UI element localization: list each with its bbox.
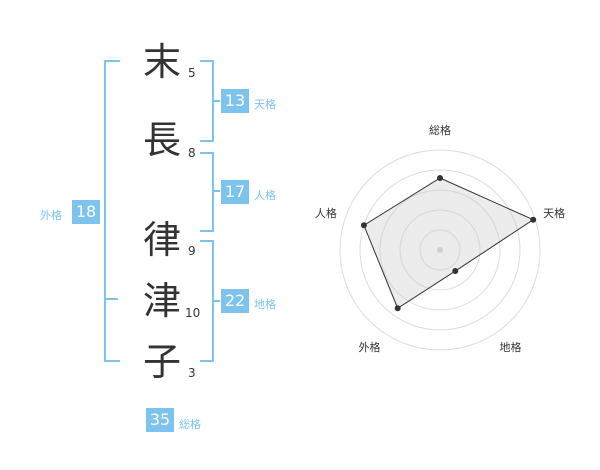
name-char-3: 律 <box>142 218 181 262</box>
chikaku-connector <box>212 300 220 302</box>
radar-point-5 <box>360 222 367 229</box>
stroke-count-3: 9 <box>188 244 196 258</box>
radar-axis-label-4: 外格 <box>358 340 380 354</box>
chikaku-label: 地格 <box>254 298 276 311</box>
stroke-count-4: 10 <box>185 306 201 320</box>
stroke-count-5: 3 <box>188 366 196 380</box>
name-char-5: 子 <box>142 340 181 384</box>
jinkaku-connector <box>212 190 220 192</box>
radar-ring-2 <box>399 209 481 291</box>
tenkaku-connector <box>212 100 220 102</box>
soukaku-badge: 35 <box>146 408 174 432</box>
tenkaku-badge: 13 <box>221 89 249 113</box>
gaikaku-divider <box>104 298 118 300</box>
name-char-2: 長 <box>142 118 181 162</box>
radar-point-2 <box>530 216 537 223</box>
radar-center <box>437 247 443 253</box>
chikaku-badge: 22 <box>221 289 249 313</box>
radar-point-1 <box>437 175 443 181</box>
radar-axis-label-5: 人格 <box>315 206 337 220</box>
radar-data-polygon <box>363 177 535 309</box>
jinkaku-label: 人格 <box>254 189 276 202</box>
soukaku-label: 総格 <box>179 418 201 431</box>
jinkaku-badge: 17 <box>221 180 249 204</box>
stroke-count-1: 5 <box>188 66 196 80</box>
radar-axis-label-2: 天格 <box>543 206 565 220</box>
stroke-count-2: 8 <box>188 146 196 160</box>
radar-ring-1 <box>419 229 461 271</box>
name-char-4: 津 <box>142 279 181 323</box>
radar-ring-5 <box>339 149 541 351</box>
radar-axis-label-3: 地格 <box>500 340 522 354</box>
radar-point-3 <box>452 268 459 275</box>
gaikaku-bracket <box>104 60 120 362</box>
jinkaku-bracket <box>200 152 214 232</box>
radar-ring-3 <box>379 189 501 311</box>
gaikaku-badge: 18 <box>72 200 100 224</box>
radar-point-4 <box>394 305 401 312</box>
radar-ring-4 <box>359 169 521 331</box>
radar-axis-label-1: 総格 <box>429 123 451 137</box>
tenkaku-label: 天格 <box>254 98 276 111</box>
gaikaku-label: 外格 <box>40 209 62 222</box>
name-char-1: 末 <box>142 40 181 84</box>
